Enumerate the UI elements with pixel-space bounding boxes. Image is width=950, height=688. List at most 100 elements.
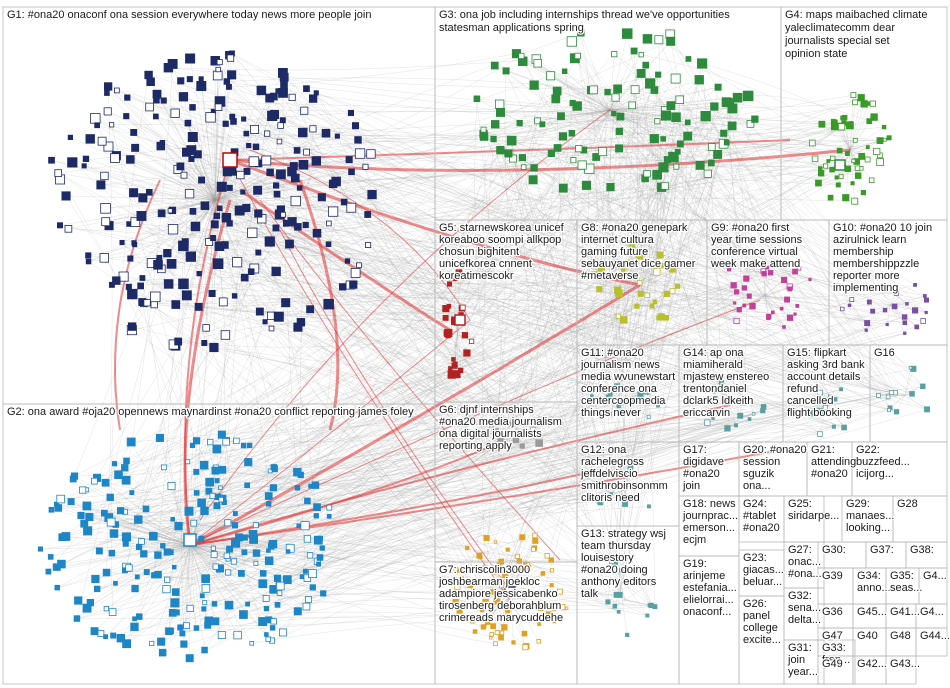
node bbox=[444, 331, 449, 336]
node bbox=[169, 609, 176, 616]
node bbox=[171, 517, 175, 521]
node bbox=[550, 584, 553, 587]
node bbox=[217, 206, 222, 211]
node bbox=[367, 150, 376, 159]
node bbox=[178, 78, 184, 84]
node bbox=[86, 253, 91, 258]
node bbox=[301, 107, 308, 114]
node bbox=[58, 560, 66, 568]
node bbox=[552, 95, 560, 103]
node bbox=[520, 444, 524, 448]
node bbox=[199, 77, 203, 81]
node bbox=[266, 502, 271, 507]
node bbox=[667, 102, 675, 110]
node bbox=[554, 145, 561, 152]
node bbox=[620, 317, 627, 324]
node bbox=[84, 527, 92, 535]
node bbox=[103, 569, 110, 576]
node bbox=[273, 225, 279, 231]
node bbox=[491, 121, 499, 129]
node bbox=[559, 133, 566, 140]
node bbox=[161, 544, 166, 549]
node bbox=[94, 586, 100, 592]
node bbox=[132, 144, 139, 151]
node bbox=[910, 392, 915, 397]
node bbox=[464, 350, 470, 356]
node bbox=[74, 616, 80, 622]
node bbox=[57, 495, 65, 503]
node bbox=[211, 546, 215, 550]
node bbox=[892, 304, 897, 309]
node bbox=[866, 146, 869, 149]
node bbox=[529, 176, 537, 184]
node bbox=[650, 135, 658, 143]
node bbox=[270, 485, 276, 491]
node bbox=[274, 312, 283, 321]
node bbox=[264, 131, 269, 136]
node bbox=[225, 601, 233, 609]
node bbox=[351, 268, 360, 277]
g36-label: G36 bbox=[822, 606, 843, 618]
g50-label: G4... bbox=[920, 606, 944, 618]
node bbox=[616, 145, 623, 152]
node bbox=[277, 139, 282, 144]
node bbox=[297, 524, 301, 528]
node bbox=[203, 325, 210, 332]
node bbox=[254, 561, 258, 565]
node bbox=[122, 476, 130, 484]
node bbox=[264, 606, 269, 611]
node bbox=[200, 461, 208, 469]
node bbox=[771, 311, 774, 314]
node bbox=[297, 186, 302, 191]
node bbox=[55, 170, 62, 177]
node bbox=[597, 287, 602, 292]
node bbox=[307, 553, 313, 559]
node bbox=[889, 391, 893, 395]
node bbox=[647, 505, 650, 508]
node bbox=[818, 167, 822, 171]
node bbox=[104, 606, 109, 611]
node bbox=[752, 116, 759, 123]
node bbox=[531, 165, 538, 172]
node bbox=[265, 633, 269, 637]
node bbox=[827, 160, 830, 163]
node bbox=[906, 303, 909, 306]
node bbox=[661, 137, 666, 142]
node bbox=[846, 122, 853, 129]
node bbox=[97, 181, 105, 189]
node bbox=[921, 384, 926, 389]
node bbox=[289, 94, 295, 100]
node bbox=[299, 160, 308, 169]
node bbox=[752, 413, 755, 416]
node bbox=[286, 240, 294, 248]
node bbox=[102, 479, 109, 486]
node bbox=[186, 252, 196, 262]
node bbox=[915, 325, 919, 329]
node bbox=[744, 276, 749, 281]
node bbox=[263, 596, 269, 602]
node bbox=[877, 138, 883, 144]
node bbox=[266, 637, 271, 642]
node bbox=[637, 69, 645, 77]
g41-label: G41... bbox=[890, 606, 920, 618]
node bbox=[852, 159, 855, 162]
node bbox=[219, 486, 223, 490]
node bbox=[491, 136, 497, 142]
node bbox=[517, 120, 523, 126]
node bbox=[83, 156, 89, 162]
hub-node bbox=[223, 153, 237, 167]
node bbox=[306, 597, 312, 603]
node bbox=[848, 304, 851, 307]
node bbox=[104, 83, 112, 91]
node bbox=[460, 305, 465, 310]
node bbox=[646, 614, 649, 617]
node bbox=[194, 491, 199, 496]
node bbox=[313, 229, 321, 237]
node bbox=[213, 71, 222, 80]
node bbox=[234, 631, 242, 639]
node bbox=[55, 585, 60, 590]
node bbox=[851, 93, 856, 98]
node bbox=[841, 307, 845, 311]
node bbox=[675, 284, 679, 288]
